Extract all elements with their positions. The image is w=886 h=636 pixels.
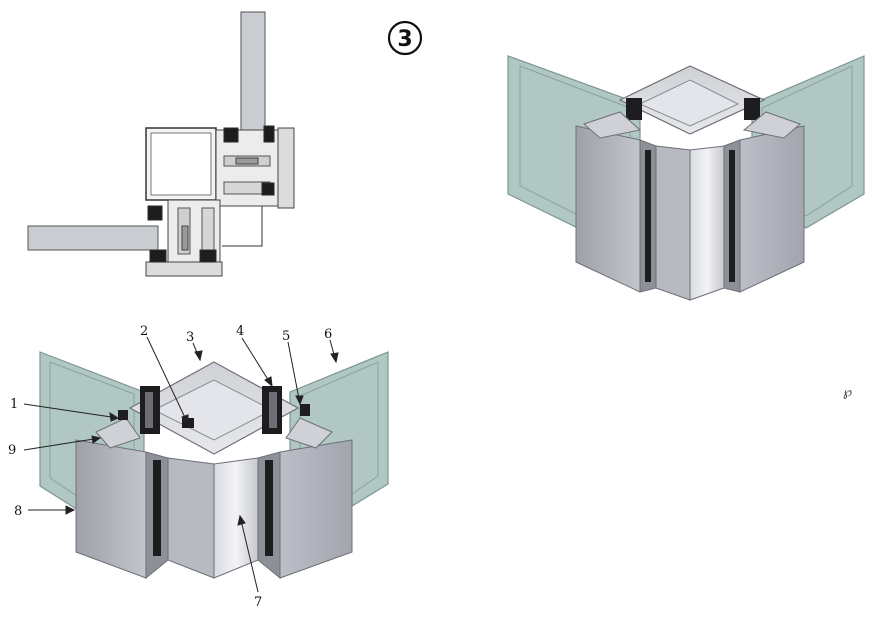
leader-4 (241, 337, 273, 387)
leader-5 (287, 341, 301, 405)
leader-2 (146, 336, 189, 425)
callout-labels: 1 9 8 2 3 4 5 6 7 (8, 324, 332, 610)
callout-3: 3 (186, 330, 194, 345)
callout-1: 1 (10, 397, 18, 412)
callout-7: 7 (254, 595, 262, 610)
callout-5: 5 (282, 329, 290, 344)
callout-8: 8 (14, 504, 22, 519)
figure-number: 3 (397, 27, 412, 52)
stray-mark: ℘ (843, 385, 852, 400)
isometric-corner-view (507, 55, 865, 301)
gasket-section (223, 127, 239, 143)
leader-9 (23, 437, 101, 451)
callout-2: 2 (140, 324, 148, 339)
leader-7 (239, 515, 259, 593)
callout-6: 6 (324, 327, 332, 342)
callout-9: 9 (8, 443, 16, 458)
callout-leaders (23, 336, 339, 593)
leader-1 (23, 403, 119, 419)
callout-4: 4 (236, 324, 244, 339)
figure-number-badge: 3 (387, 20, 423, 56)
vertical-glass-panel (240, 11, 266, 143)
horizontal-glass-panel (27, 225, 159, 251)
labeled-isometric-view (39, 351, 389, 580)
plan-section-drawing (27, 11, 295, 277)
